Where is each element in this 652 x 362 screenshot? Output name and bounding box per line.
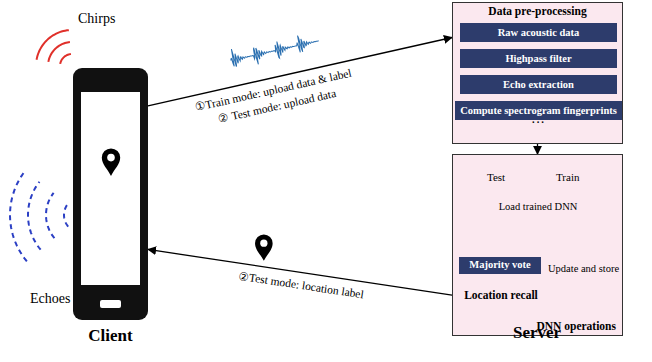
- location-pin: [102, 148, 120, 176]
- process-label: Majority vote: [469, 259, 531, 272]
- process-box: Majority vote: [459, 257, 541, 274]
- process-box: Raw acoustic data: [460, 23, 617, 42]
- loop-label: Update and store: [548, 262, 619, 276]
- edge-label: ②Test mode: location label: [235, 268, 366, 301]
- result-label: Location recall: [464, 289, 538, 303]
- process-label: Echo extraction: [503, 77, 574, 92]
- process-label: Highpass filter: [505, 51, 571, 66]
- location-pin: [255, 234, 273, 260]
- dnn-panel: DNN operationsMajority voteLocation reca…: [452, 154, 623, 336]
- echo-wave: [10, 171, 27, 262]
- process-box: Highpass filter: [460, 49, 617, 68]
- arrow-label: Load trained DNN: [499, 200, 578, 214]
- ellipsis: ···: [531, 116, 545, 130]
- flow-arrow: [537, 144, 538, 154]
- side-label: Server: [513, 326, 561, 340]
- process-label: Raw acoustic data: [498, 25, 580, 40]
- result-node: Location recall: [457, 289, 545, 303]
- echo-wave: [28, 182, 41, 250]
- acoustic-waveform: [228, 30, 320, 70]
- echo-wave: [64, 204, 68, 227]
- client-label: Client: [88, 326, 132, 346]
- branch-label: Train: [556, 170, 579, 184]
- chirp-wave: [60, 54, 71, 64]
- branch-label: Test: [487, 170, 505, 184]
- chirp-wave: [37, 30, 69, 60]
- echo-wave: [46, 193, 54, 238]
- chirp-wave: [48, 42, 70, 62]
- phone-client: Client: [73, 68, 148, 320]
- process-box: Echo extraction: [460, 75, 617, 94]
- signal-label: Echoes: [30, 292, 70, 306]
- phone-outline: [73, 68, 148, 320]
- signal-label: Chirps: [78, 12, 115, 26]
- panel-title: Data pre-processing: [488, 3, 586, 17]
